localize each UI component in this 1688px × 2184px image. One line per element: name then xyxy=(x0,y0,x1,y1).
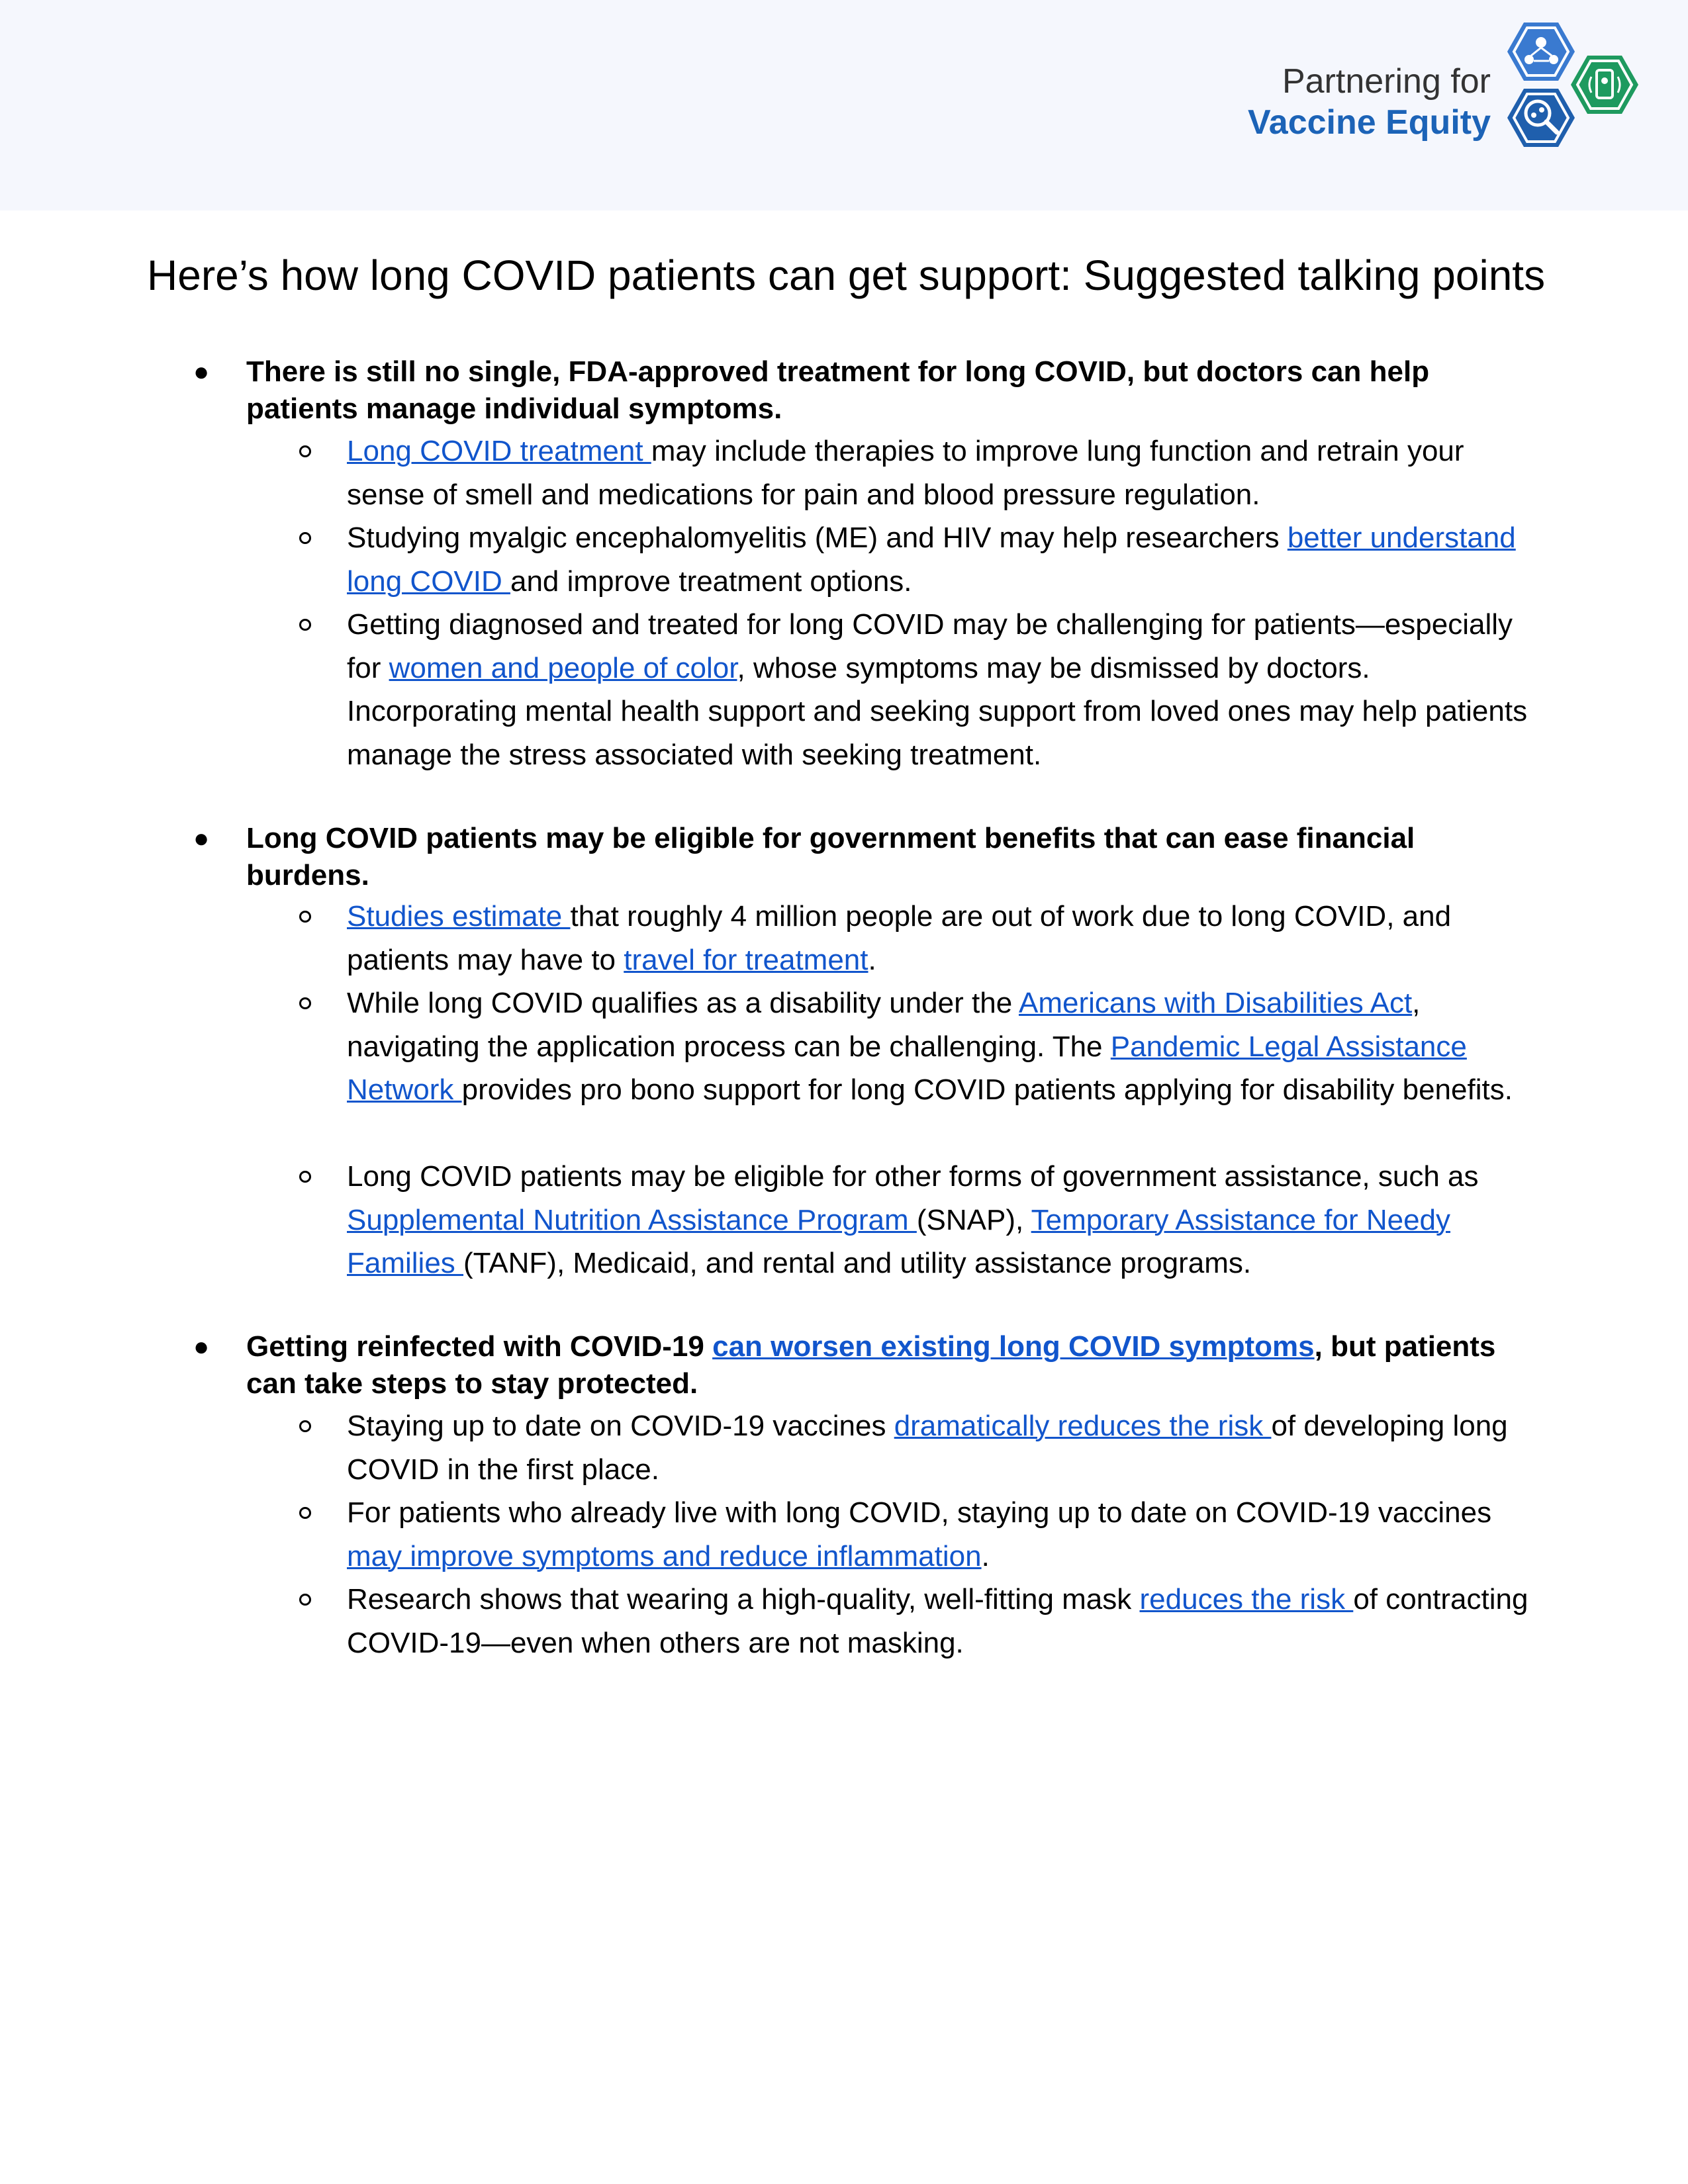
circle-bullet-icon xyxy=(299,619,311,631)
link-travel-for-treatment[interactable]: travel for treatment xyxy=(624,943,868,976)
phone-hexagon-icon xyxy=(1571,56,1638,114)
section-heading: Long COVID patients may be eligible for … xyxy=(246,822,1415,891)
link-studies-estimate[interactable]: Studies estimate xyxy=(347,900,571,933)
link-can-worsen-symptoms[interactable]: can worsen existing long COVID symptoms xyxy=(712,1330,1315,1363)
item-text: Long COVID patients may be eligible for … xyxy=(347,1160,1479,1193)
search-hexagon-icon xyxy=(1507,89,1575,147)
page-title: Here’s how long COVID patients can get s… xyxy=(147,251,1546,299)
partnering-logo-icon xyxy=(1507,23,1638,147)
link-tanf[interactable]: Temporary Assistance for Needy Families xyxy=(347,1203,1451,1280)
item-text: Getting diagnosed and treated for long C… xyxy=(347,608,1513,684)
link-better-understand-long-covid[interactable]: better understand long COVID xyxy=(347,522,1516,598)
list-item: Studying myalgic encephalomyelitis (ME) … xyxy=(299,516,1538,603)
network-hexagon-icon xyxy=(1507,23,1575,81)
link-pandemic-legal-assistance-network[interactable]: Pandemic Legal Assistance Network xyxy=(347,1030,1467,1107)
list-item: Studies estimate that roughly 4 million … xyxy=(299,895,1538,981)
heading-text: , but patients can take steps to stay pr… xyxy=(246,1330,1496,1400)
list-item: Long COVID treatment may include therapi… xyxy=(299,430,1538,516)
item-text: may include therapies to improve lung fu… xyxy=(347,435,1464,511)
item-text: . xyxy=(868,943,876,976)
link-snap[interactable]: Supplemental Nutrition Assistance Progra… xyxy=(347,1203,917,1236)
item-text: , whose symptoms may be dismissed by doc… xyxy=(347,651,1528,771)
page-header: Partnering for Vaccine Equity xyxy=(0,0,1688,210)
item-text: Staying up to date on COVID-19 vaccines xyxy=(347,1410,894,1442)
list-item: Research shows that wearing a high-quali… xyxy=(299,1578,1538,1664)
section-heading: There is still no single, FDA-approved t… xyxy=(246,355,1430,425)
item-text: (SNAP), xyxy=(916,1203,1031,1236)
bullet-icon: ● xyxy=(193,824,210,853)
list-item: For patients who already live with long … xyxy=(299,1491,1538,1578)
brand-line-2: Vaccine Equity xyxy=(1247,103,1491,142)
circle-bullet-icon xyxy=(299,445,311,457)
heading-text: Getting reinfected with COVID-19 xyxy=(246,1330,713,1363)
bullet-icon: ● xyxy=(193,357,210,387)
item-text: Studying myalgic encephalomyelitis (ME) … xyxy=(347,522,1288,554)
circle-bullet-icon xyxy=(299,532,311,544)
item-text: For patients who already live with long … xyxy=(347,1496,1492,1529)
item-text: Research shows that wearing a high-quali… xyxy=(347,1583,1140,1615)
item-text: . xyxy=(981,1539,990,1572)
link-may-improve-symptoms[interactable]: may improve symptoms and reduce inflamma… xyxy=(347,1539,982,1572)
item-text: and improve treatment options. xyxy=(510,565,912,598)
circle-bullet-icon xyxy=(299,1171,311,1183)
link-dramatically-reduces-the-risk[interactable]: dramatically reduces the risk xyxy=(894,1410,1272,1442)
item-text: provides pro bono support for long COVID… xyxy=(461,1073,1513,1106)
item-text: While long COVID qualifies as a disabili… xyxy=(347,987,1019,1019)
list-item: Staying up to date on COVID-19 vaccines … xyxy=(299,1404,1538,1491)
item-text: that roughly 4 million people are out of… xyxy=(347,900,1452,976)
circle-bullet-icon xyxy=(299,1420,311,1432)
bullet-icon: ● xyxy=(193,1332,210,1361)
brand-name: Partnering for Vaccine Equity xyxy=(1248,61,1491,143)
circle-bullet-icon xyxy=(299,997,311,1009)
list-item: Long COVID patients may be eligible for … xyxy=(299,1155,1538,1285)
list-item: Getting diagnosed and treated for long C… xyxy=(299,603,1538,776)
circle-bullet-icon xyxy=(299,911,311,923)
circle-bullet-icon xyxy=(299,1594,311,1606)
link-reduces-the-risk[interactable]: reduces the risk xyxy=(1139,1583,1354,1615)
brand-line-1: Partnering for xyxy=(1282,62,1491,101)
link-long-covid-treatment[interactable]: Long COVID treatment xyxy=(347,435,651,467)
link-americans-with-disabilities-act[interactable]: Americans with Disabilities Act xyxy=(1018,987,1413,1019)
section-heading: Getting reinfected with COVID-19 can wor… xyxy=(246,1328,1537,1402)
item-text: , navigating the application process can… xyxy=(347,987,1421,1063)
item-text: of contracting COVID-19—even when others… xyxy=(347,1583,1528,1659)
link-women-and-people-of-color[interactable]: women and people of color xyxy=(389,651,737,684)
item-text: (TANF), Medicaid, and rental and utility… xyxy=(463,1247,1252,1279)
circle-bullet-icon xyxy=(299,1507,311,1519)
list-item: While long COVID qualifies as a disabili… xyxy=(299,981,1538,1112)
item-text: of developing long COVID in the first pl… xyxy=(347,1410,1508,1486)
